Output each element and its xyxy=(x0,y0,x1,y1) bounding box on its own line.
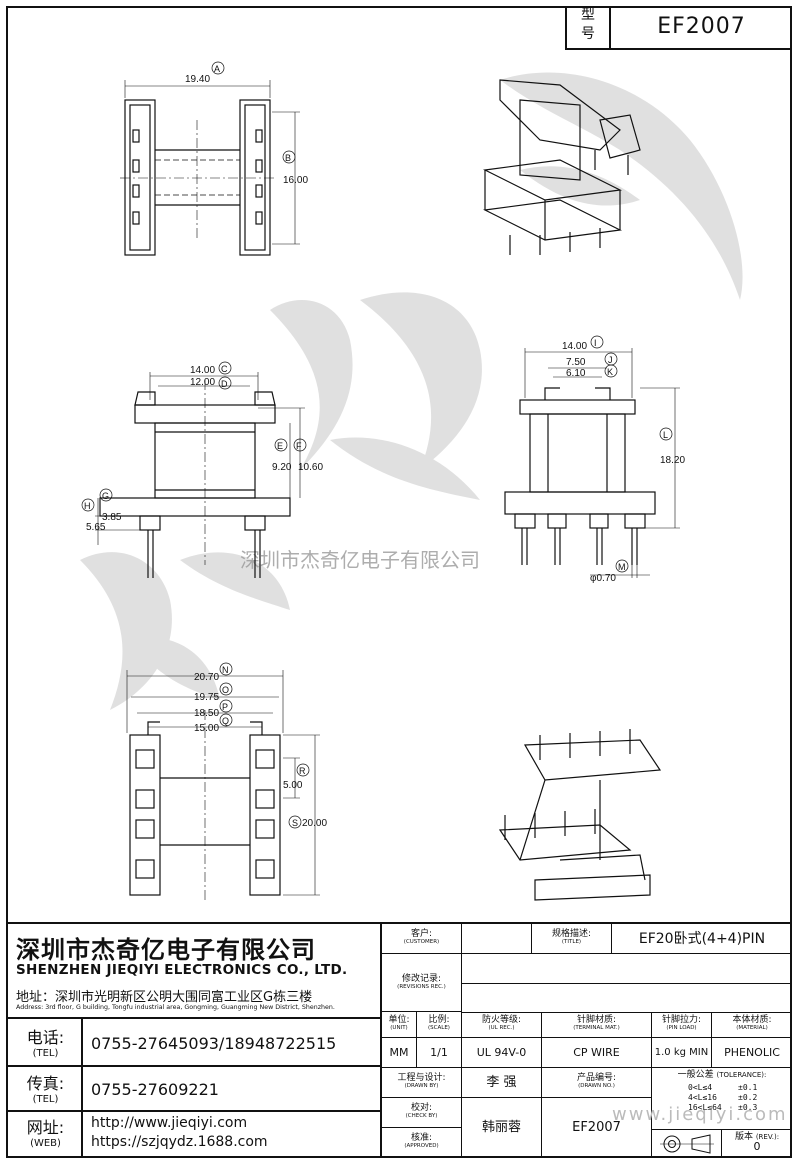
dim-K-label: K xyxy=(607,367,613,377)
dim-B-value: 16.00 xyxy=(283,175,308,186)
material-value: PHENOLIC xyxy=(712,1038,792,1068)
pinload-label: 针脚拉力:(PIN LOAD) xyxy=(652,1012,712,1038)
third-angle-projection-icon xyxy=(660,1134,714,1154)
dim-N-label: N xyxy=(222,665,229,675)
drawing-frame xyxy=(6,6,792,1158)
title-label: 规格描述:(TITLE) xyxy=(532,924,612,954)
dim-M-label: M xyxy=(618,562,626,572)
drawn-value: 李 强 xyxy=(462,1068,542,1098)
dim-E-value: 9.20 xyxy=(272,462,292,473)
bottom-view xyxy=(126,670,320,900)
approved-value: 韩丽蓉 xyxy=(462,1098,542,1158)
dim-A-value: 19.40 xyxy=(185,74,210,85)
dim-L-label: L xyxy=(663,430,668,440)
isometric-view-bottom xyxy=(498,729,662,901)
unit-value: MM xyxy=(382,1038,417,1068)
dim-P-label: P xyxy=(222,702,228,712)
projection-symbol xyxy=(652,1130,722,1158)
version-box: 版本 (REV.): 0 xyxy=(734,1132,780,1153)
dim-N-value: 20.70 xyxy=(194,672,219,683)
model-header: 型号 EF2007 xyxy=(565,6,792,50)
fax-number: 0755-27609221 xyxy=(91,1080,219,1099)
dim-P-value: 18.50 xyxy=(194,708,219,719)
customer-value xyxy=(462,924,532,954)
dim-I-label: I xyxy=(594,338,597,348)
website-link[interactable]: http://www.jieqiyi.com xyxy=(91,1115,248,1131)
dim-Q-label: Q xyxy=(222,716,229,726)
dim-D-label: D xyxy=(221,379,228,389)
dim-D-value: 12.00 xyxy=(190,377,215,388)
shop-link[interactable]: https://szjqydz.1688.com xyxy=(91,1134,268,1150)
ul-label: 防火等级:(UL REC.) xyxy=(462,1012,542,1038)
company-name-en: SHENZHEN JIEQIYI ELECTRONICS CO., LTD. xyxy=(16,962,348,978)
terminal-label: 针脚材质:(TERMINAL MAT.) xyxy=(542,1012,652,1038)
dim-Q-value: 15.00 xyxy=(194,723,219,734)
company-area: 深圳市杰奇亿电子有限公司 SHENZHEN JIEQIYI ELECTRONIC… xyxy=(6,924,382,1158)
scale-label: 比例:(SCALE) xyxy=(417,1012,462,1038)
technical-drawing: 深圳市杰奇亿电子有限公司 xyxy=(80,61,743,901)
product-label: 产品编号:(DRAWN NO.) xyxy=(542,1068,652,1098)
approved-label: 核准:(APPROVED) xyxy=(382,1128,462,1158)
customer-label: 客户:(CUSTOMER) xyxy=(382,924,462,954)
tel-number: 0755-27645093/18948722515 xyxy=(91,1034,337,1053)
title-value: EF20卧式(4+4)PIN xyxy=(612,924,792,954)
front-view xyxy=(95,372,305,578)
dim-S-value: 20.00 xyxy=(302,818,327,829)
dim-I-value: 14.00 xyxy=(562,341,587,352)
dim-H-label: H xyxy=(84,501,91,511)
type-label: 型号 xyxy=(567,6,611,48)
watermark-logo xyxy=(80,72,743,710)
tol-row: 0<L≤4±0.1 xyxy=(688,1083,758,1092)
dim-O-value: 19.75 xyxy=(194,692,219,703)
dim-C-label: C xyxy=(221,364,228,374)
revisions-label: 修改记录:(REVISIONS REC.) xyxy=(382,954,462,1012)
ul-value: UL 94V-0 xyxy=(462,1038,542,1068)
top-view xyxy=(120,80,300,256)
terminal-value: CP WIRE xyxy=(542,1038,652,1068)
dim-F-value: 10.60 xyxy=(298,462,323,473)
dim-O-label: O xyxy=(222,685,229,695)
pinload-value: 1.0 kg MIN xyxy=(652,1038,712,1068)
dim-E-label: E xyxy=(277,441,283,451)
side-view xyxy=(504,348,680,578)
dim-G-label: G xyxy=(102,491,109,501)
dim-S-label: S xyxy=(292,818,298,828)
scale-value: 1/1 xyxy=(417,1038,462,1068)
check-label: 校对:(CHECK BY) xyxy=(382,1098,462,1128)
dim-B-label: B xyxy=(285,153,291,163)
dim-K-value: 6.10 xyxy=(566,368,586,379)
dim-G-value: 3.85 xyxy=(102,512,122,523)
isometric-view-top xyxy=(482,79,641,255)
unit-label: 单位:(UNIT) xyxy=(382,1012,417,1038)
tol-row: 4<L≤16±0.2 xyxy=(688,1093,758,1102)
company-name-cn: 深圳市杰奇亿电子有限公司 xyxy=(16,936,316,964)
tolerance-box: 一般公差 (TOLERANCE): 0<L≤4±0.1 4<L≤16±0.2 1… xyxy=(652,1068,792,1130)
company-address-en: Address: 3rd floor, G building, Tongfu i… xyxy=(16,1004,335,1011)
company-address-cn: 地址：深圳市光明新区公明大围同富工业区G栋三楼 xyxy=(16,990,313,1005)
title-block: 深圳市杰奇亿电子有限公司 SHENZHEN JIEQIYI ELECTRONIC… xyxy=(6,922,792,1160)
spec-grid: 客户:(CUSTOMER) 规格描述:(TITLE) EF20卧式(4+4)PI… xyxy=(382,924,792,1158)
drawn-label: 工程与设计:(DRAWN BY) xyxy=(382,1068,462,1098)
dim-C-value: 14.00 xyxy=(190,365,215,376)
dim-J-label: J xyxy=(608,355,613,365)
dim-M-value: φ0.70 xyxy=(590,573,616,584)
fax-label: 传真: (TEL) xyxy=(26,1074,65,1105)
material-label: 本体材质:(MATERIAL) xyxy=(712,1012,792,1038)
tel-label: 电话: (TEL) xyxy=(26,1028,65,1059)
dim-F-label: F xyxy=(296,441,302,451)
web-label: 网址: (WEB) xyxy=(26,1118,65,1149)
watermark-url: www.jieqiyi.com xyxy=(612,1104,788,1125)
model-number: EF2007 xyxy=(657,14,746,39)
dim-A-label: A xyxy=(214,64,220,74)
tol-row: 16<L≤64±0.3 xyxy=(688,1103,758,1112)
watermark-text: 深圳市杰奇亿电子有限公司 xyxy=(240,549,480,572)
dim-L-value: 18.20 xyxy=(660,455,685,466)
dim-R-value: 5.00 xyxy=(283,780,303,791)
dim-R-label: R xyxy=(299,766,306,776)
dim-H-value: 5.65 xyxy=(86,522,106,533)
dim-J-value: 7.50 xyxy=(566,357,586,368)
drawing-number: EF2007 xyxy=(542,1098,652,1158)
